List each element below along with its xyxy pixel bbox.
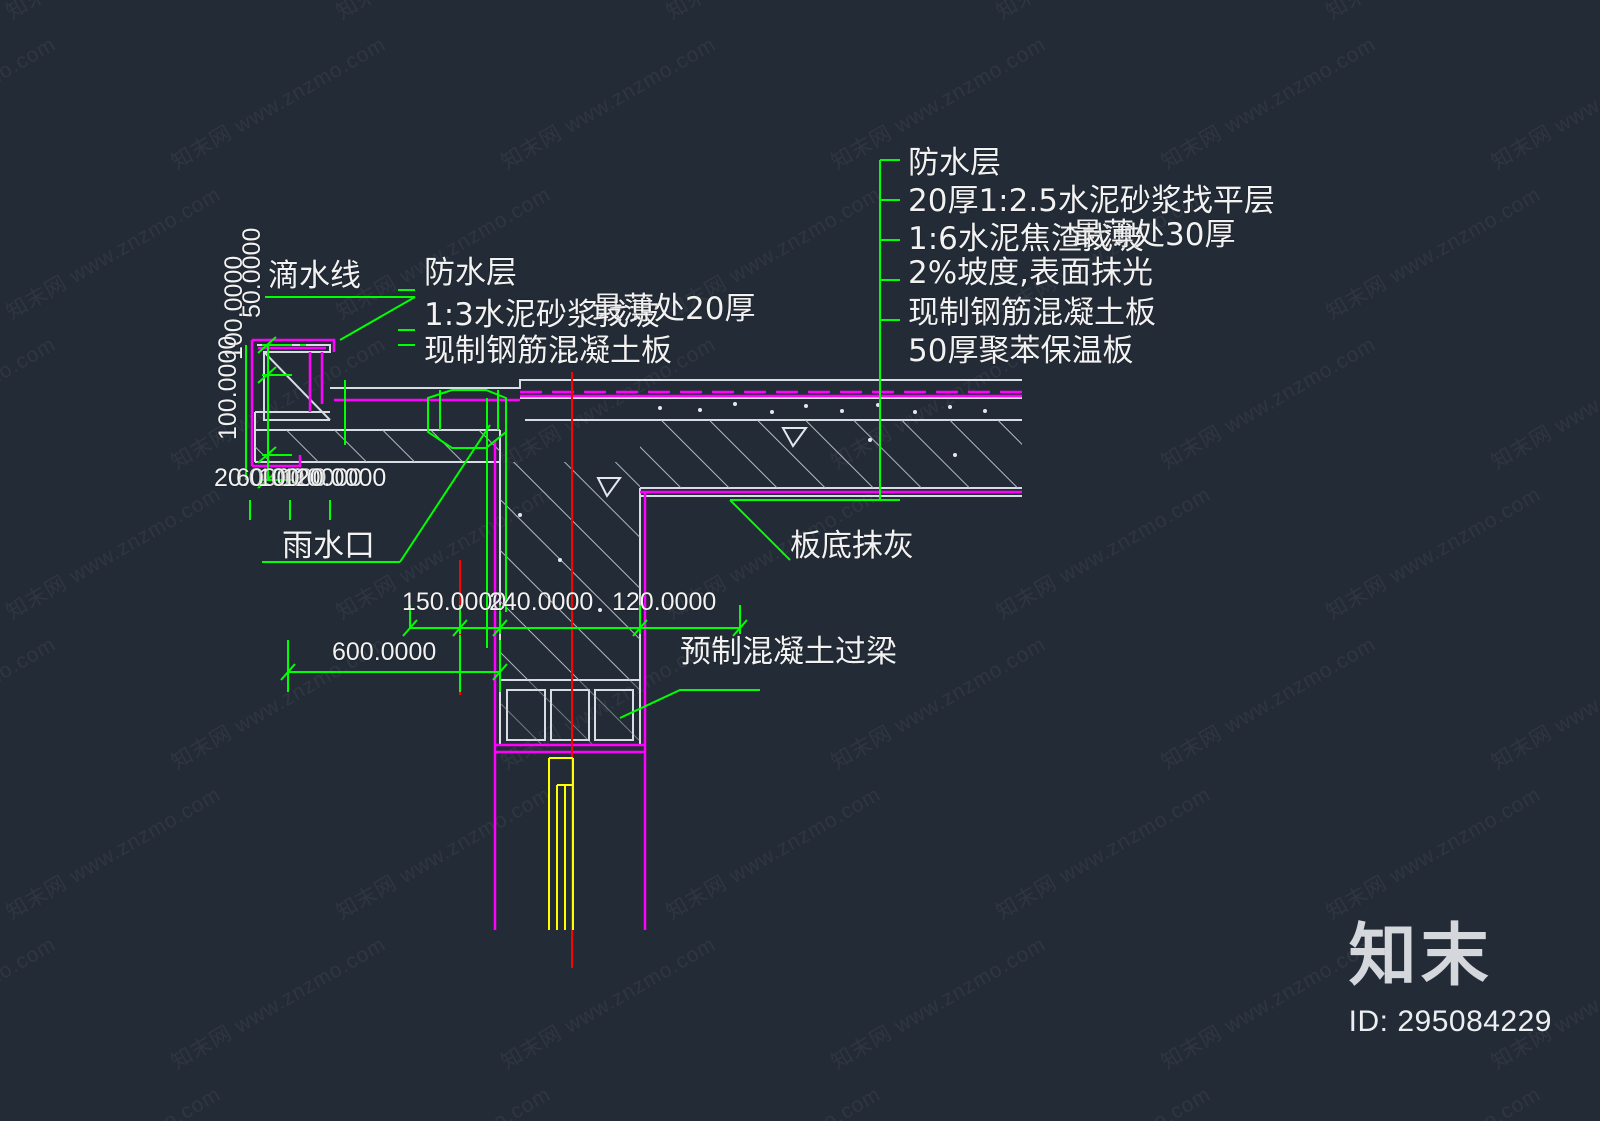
- dimension-120: 120.0000: [612, 588, 717, 616]
- annotation-precast-lintel: 预制混凝土过梁: [680, 634, 897, 670]
- dimension-vertical-extra: 100.0000: [214, 335, 242, 440]
- annotation-waterproof-right: 防水层: [908, 145, 1001, 181]
- rebar-lines: [548, 757, 574, 930]
- dimension-base-120: 120.0000: [282, 464, 387, 492]
- annotation-rc-slab-right: 现制钢筋混凝土板: [908, 295, 1156, 331]
- dimension-base-60: 60.0000: [236, 464, 327, 492]
- screed-speckle: [518, 402, 987, 612]
- annotation-eps-board: 50厚聚苯保温板: [908, 333, 1134, 369]
- slab-hatch: [255, 420, 1022, 745]
- annotation-cinder-slope: 1:6水泥焦渣找坡: [908, 221, 1144, 257]
- dimension-base-100: 100.0000: [258, 464, 363, 492]
- waterproof-membrane: [250, 338, 1022, 930]
- zhimo-logo: 知末: [1348, 917, 1493, 996]
- dimension-ticks: [257, 336, 748, 681]
- annotation-rc-slab-left: 现制钢筋混凝土板: [424, 333, 672, 369]
- dimension-vertical-50: 50.0000: [238, 227, 266, 318]
- annotation-drip-line: 滴水线: [268, 258, 361, 294]
- material-symbol: [596, 427, 808, 498]
- annotation-slope-2pct: 2%坡度,表面抹光: [908, 255, 1154, 291]
- annotation-thinnest-20: 最薄处20厚: [592, 291, 756, 327]
- dimension-600: 600.0000: [332, 638, 437, 666]
- dimension-150: 150.0000: [402, 588, 507, 616]
- annotation-mortar-slope: 1:3水泥砂浆找坡: [424, 297, 660, 333]
- dimension-base-20: 20.0000: [214, 464, 305, 492]
- annotation-soffit-plaster: 板底抹灰: [790, 528, 914, 564]
- annotation-waterproof-left: 防水层: [424, 255, 517, 291]
- dimension-240: 240.0000: [489, 588, 594, 616]
- annotation-leveling-layer: 20厚1:2.5水泥砂浆找平层: [908, 183, 1275, 219]
- brand-block: 知末 ID: 295084229: [1349, 923, 1552, 1039]
- annotation-thinnest-30: 最薄处30厚: [1072, 217, 1236, 253]
- annotation-rain-inlet: 雨水口: [282, 528, 375, 564]
- asset-id-label: ID: 295084229: [1348, 1005, 1552, 1038]
- leader-lines: [245, 159, 900, 719]
